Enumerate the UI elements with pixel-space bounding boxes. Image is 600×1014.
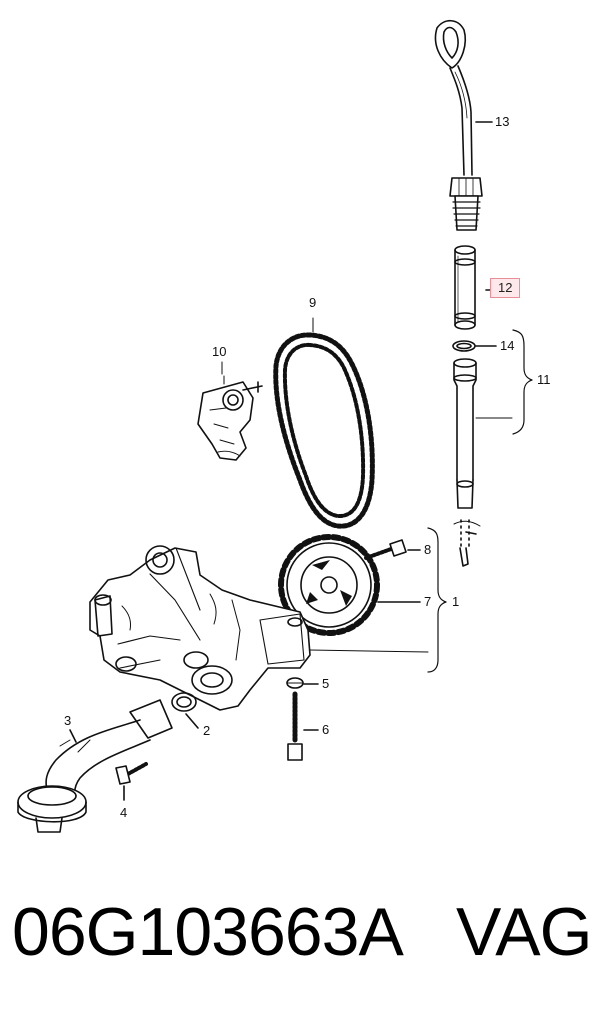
- oil-pump-body: [89, 545, 311, 711]
- callout-5: 5: [322, 676, 330, 691]
- callout-14: 14: [500, 338, 515, 353]
- callout-7: 7: [424, 594, 432, 609]
- callout-3: 3: [64, 713, 72, 728]
- callout-13: 13: [495, 114, 510, 129]
- callout-12-highlighted[interactable]: 12: [490, 278, 521, 298]
- small-bolt: [115, 762, 148, 785]
- gasket-part: [171, 692, 197, 712]
- brand-label: VAG: [456, 894, 593, 970]
- callout-10: 10: [212, 344, 227, 359]
- suction-pipe: [17, 699, 173, 833]
- dipstick-handle: [434, 19, 473, 176]
- callout-2: 2: [203, 723, 211, 738]
- parts-exploded-diagram: [17, 19, 533, 833]
- dipstick-lower-tube: [453, 358, 481, 567]
- callout-4: 4: [120, 805, 128, 820]
- o-ring-part: [452, 340, 476, 352]
- callout-11: 11: [537, 372, 551, 387]
- callout-8: 8: [424, 542, 432, 557]
- timing-chain: [273, 317, 375, 529]
- long-bolt: [287, 691, 303, 761]
- callout-1: 1: [452, 594, 460, 609]
- dipstick-tube-top: [449, 177, 483, 231]
- chain-tensioner: [197, 375, 263, 461]
- part-number: 06G103663A: [12, 894, 404, 970]
- callout-6: 6: [322, 722, 330, 737]
- sprocket-wheel: [278, 534, 380, 636]
- sprocket-bolt: [364, 539, 407, 560]
- callout-9: 9: [309, 295, 317, 310]
- clip-part: [286, 677, 304, 689]
- dipstick-guide-tube: [454, 245, 476, 330]
